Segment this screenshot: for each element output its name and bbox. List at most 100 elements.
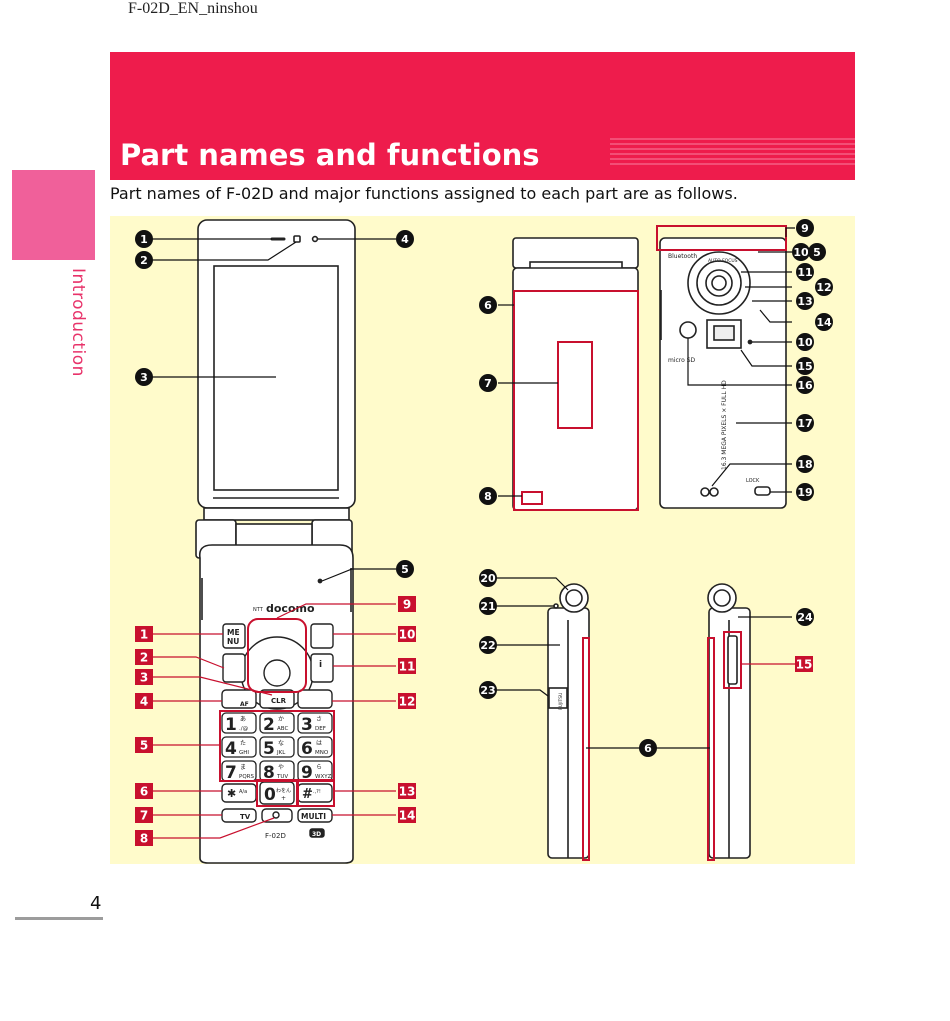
marker-number: 11 — [797, 266, 812, 279]
key-letters: DEF — [315, 726, 326, 732]
marker-6: 6 — [479, 296, 497, 314]
svg-text:わをん: わをん — [276, 787, 291, 794]
marker-15: 15 — [796, 357, 814, 375]
square-marker-number: 13 — [399, 785, 416, 799]
svg-text:LOCK: LOCK — [746, 478, 760, 484]
marker-number: 10 — [797, 336, 813, 349]
square-marker-9: 9 — [398, 596, 416, 612]
page-number: 4 — [90, 893, 102, 914]
square-marker-3: 3 — [135, 669, 153, 685]
page-title: Part names and functions — [120, 138, 540, 172]
key-kana: さ — [316, 716, 322, 723]
svg-text:NU: NU — [227, 637, 239, 646]
marker-number: 12 — [816, 281, 831, 294]
square-marker-number: 7 — [140, 809, 148, 823]
marker-number: 17 — [797, 417, 812, 430]
phone-side-left: FUJITSU — [547, 583, 590, 859]
svg-text:i: i — [319, 660, 322, 670]
marker-7: 7 — [479, 374, 497, 392]
marker-number: 15 — [797, 360, 812, 373]
square-marker-number: 15 — [796, 658, 813, 672]
marker-3: 3 — [135, 368, 153, 386]
marker-22: 22 — [479, 636, 497, 654]
key-kana: や — [278, 763, 284, 771]
marker-number: 5 — [401, 563, 409, 576]
svg-text:micro SD: micro SD — [668, 357, 696, 364]
marker-6: 6 — [639, 739, 657, 757]
marker-number: 2 — [140, 254, 148, 267]
title-banner: Part names and functions — [110, 52, 855, 180]
key-digit: 7 — [225, 763, 237, 783]
svg-text:ME: ME — [227, 628, 240, 637]
square-marker-1: 1 — [135, 626, 153, 642]
marker-number: 14 — [816, 316, 832, 329]
marker-21: 21 — [479, 597, 497, 615]
marker-number: 3 — [140, 371, 148, 384]
square-marker-number: 8 — [140, 832, 148, 846]
svg-text:A/a: A/a — [239, 789, 247, 795]
key-kana: な — [278, 740, 284, 747]
square-marker-15: 15 — [795, 656, 813, 672]
square-marker-13: 13 — [398, 783, 416, 799]
key-digit: 1 — [225, 715, 237, 735]
square-marker-8: 8 — [135, 830, 153, 846]
square-marker-6: 6 — [135, 783, 153, 799]
phone-back-closed — [512, 237, 639, 511]
key-letters: ./@ — [239, 726, 249, 732]
marker-14: 14 — [815, 313, 833, 331]
square-marker-4: 4 — [135, 693, 153, 709]
key-digit: 4 — [225, 739, 237, 759]
key-kana: ま — [240, 764, 246, 771]
marker-number: 22 — [480, 639, 495, 652]
marker-18: 18 — [796, 455, 814, 473]
phone-back-camera: Bluetooth AUTO FOCUS micro SD LOCK 16.3 … — [659, 237, 787, 509]
callout-outlines — [219, 225, 787, 861]
marker-number: 7 — [484, 377, 492, 390]
marker-11: 11 — [796, 263, 814, 281]
key-kana: か — [278, 716, 284, 723]
square-marker-number: 3 — [140, 671, 148, 685]
svg-text:F-02D: F-02D — [265, 832, 286, 840]
square-marker-14: 14 — [398, 807, 416, 823]
marker-number: 10 — [793, 246, 809, 259]
marker-number: 4 — [401, 233, 409, 246]
marker-5: 5 — [396, 560, 414, 578]
square-marker-number: 14 — [399, 809, 416, 823]
square-marker-number: 4 — [140, 695, 148, 709]
marker-9: 9 — [796, 219, 814, 237]
svg-text:+: + — [281, 795, 286, 802]
key-letters: WXYZ — [315, 774, 332, 780]
svg-text:✱: ✱ — [227, 787, 236, 800]
marker-1: 1 — [135, 230, 153, 248]
marker-8: 8 — [479, 487, 497, 505]
key-kana: は — [316, 740, 322, 747]
svg-text:3D: 3D — [312, 831, 321, 838]
red-leader-lines — [152, 603, 796, 839]
svg-text:FUJITSU: FUJITSU — [558, 693, 564, 710]
key-letters: JKL — [276, 750, 286, 756]
key-digit: 3 — [301, 715, 313, 735]
square-marker-12: 12 — [398, 693, 416, 709]
marker-number: 6 — [644, 742, 652, 755]
square-marker-number: 9 — [403, 598, 411, 612]
key-letters: TUV — [276, 774, 288, 780]
square-marker-number: 5 — [140, 739, 148, 753]
key-digit: 6 — [301, 739, 313, 759]
key-digit: 9 — [301, 763, 313, 783]
svg-text:#: # — [302, 787, 313, 802]
marker-number: 24 — [797, 611, 813, 624]
page-number-rule — [15, 917, 103, 920]
svg-text:.,?!: .,?! — [313, 789, 321, 795]
square-marker-number: 2 — [140, 651, 148, 665]
key-digit: 2 — [263, 715, 275, 735]
